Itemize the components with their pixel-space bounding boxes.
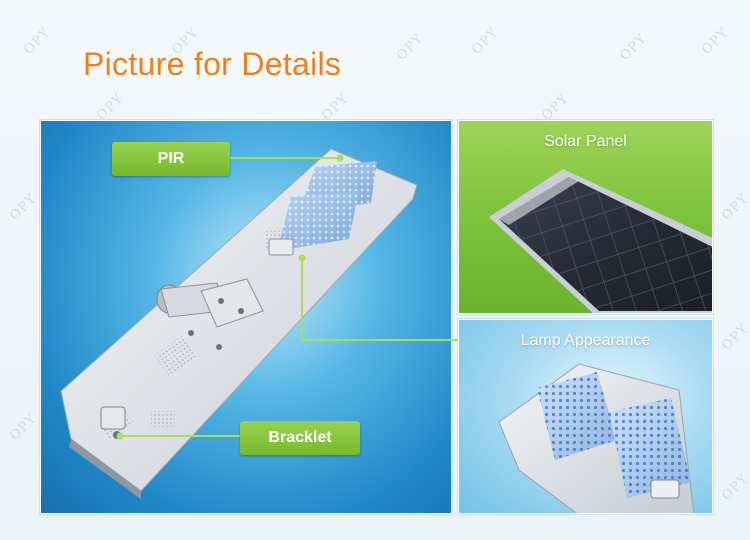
pir-leader-dot bbox=[336, 154, 344, 162]
lamp-appearance-illustration bbox=[498, 363, 695, 513]
led-module bbox=[277, 191, 359, 251]
bracket-callout: Bracklet bbox=[240, 421, 360, 455]
led-module bbox=[609, 398, 691, 498]
led-leader-line bbox=[301, 258, 458, 341]
street-light-illustration bbox=[60, 148, 418, 499]
product-main-view bbox=[40, 120, 452, 514]
solar-panel-illustration bbox=[489, 169, 712, 313]
led-module bbox=[537, 372, 617, 460]
pir-callout: PIR bbox=[112, 142, 230, 176]
lamp-appearance-detail: Lamp Appearance bbox=[458, 319, 713, 514]
lamp-appearance-title: Lamp Appearance bbox=[520, 332, 651, 349]
bracket-leader-dot bbox=[116, 432, 124, 440]
solar-panel-detail: Solar Panel bbox=[458, 120, 713, 314]
led-leader-dot bbox=[298, 254, 306, 262]
page-title: Picture for Details bbox=[83, 46, 342, 82]
solar-panel-title: Solar Panel bbox=[544, 133, 627, 150]
